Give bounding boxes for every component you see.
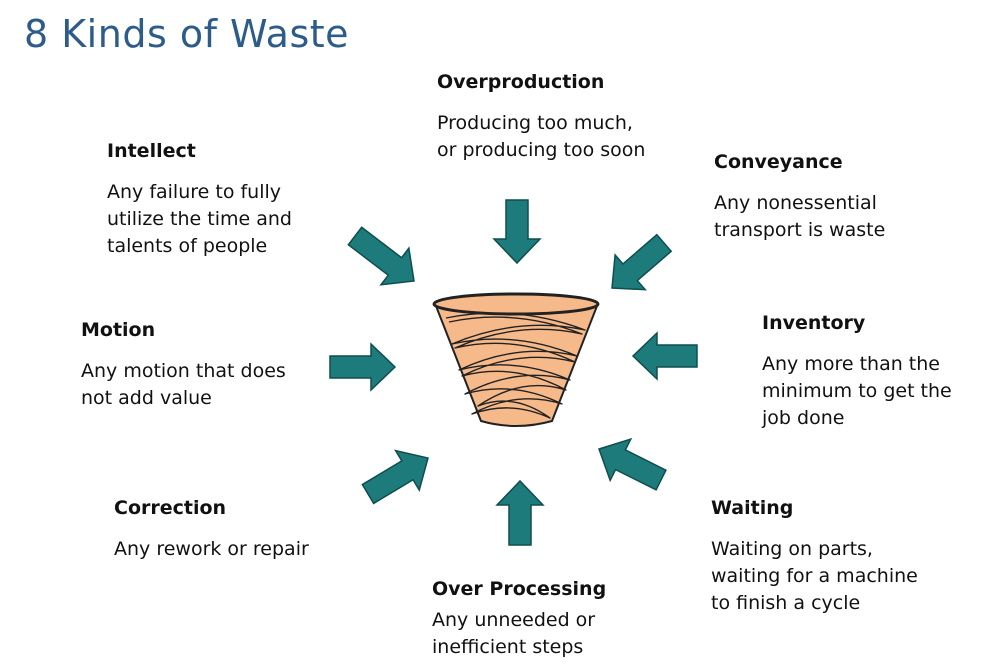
waste-overproduction: Overproduction Producing too much, or pr… [437, 70, 645, 164]
waste-name: Correction [114, 497, 227, 519]
waste-over-processing: Over Processing Any unneeded or ineffici… [432, 577, 606, 661]
wastebasket-icon [432, 292, 600, 427]
waste-name: Waiting [711, 497, 794, 519]
arrow-conveyance-icon [611, 233, 673, 291]
arrow-over-processing-icon [495, 479, 545, 546]
waste-waiting: Waiting Waiting on parts, waiting for a … [711, 496, 918, 617]
arrow-waiting-icon [598, 437, 667, 491]
waste-name: Over Processing [432, 578, 607, 600]
arrow-intellect-icon [347, 226, 415, 286]
waste-description: Any unneeded or inefficient steps [432, 609, 596, 658]
waste-conveyance: Conveyance Any nonessential transport is… [714, 150, 885, 244]
waste-description: Any more than the minimum to get the job… [762, 353, 952, 429]
waste-name: Inventory [762, 312, 866, 334]
waste-description: Any nonessential transport is waste [714, 192, 886, 241]
waste-name: Conveyance [714, 151, 843, 173]
waste-intellect: Intellect Any failure to fully utilize t… [107, 139, 292, 260]
arrow-overproduction-icon [492, 199, 542, 265]
arrow-motion-icon [329, 342, 397, 392]
arrow-correction-icon [361, 449, 429, 505]
waste-name: Motion [81, 319, 156, 341]
waste-motion: Motion Any motion that does not add valu… [81, 318, 286, 412]
waste-description: Any failure to fully utilize the time an… [107, 181, 292, 257]
waste-name: Overproduction [437, 71, 605, 93]
waste-name: Intellect [107, 140, 196, 162]
waste-correction: Correction Any rework or repair [114, 496, 309, 563]
waste-description: Any motion that does not add value [81, 360, 286, 409]
waste-description: Any rework or repair [114, 538, 309, 560]
arrow-inventory-icon [631, 331, 698, 381]
waste-description: Producing too much, or producing too soo… [437, 112, 646, 161]
waste-description: Waiting on parts, waiting for a machine … [711, 538, 918, 614]
page-title: 8 Kinds of Waste [24, 12, 350, 56]
waste-inventory: Inventory Any more than the minimum to g… [762, 311, 952, 432]
